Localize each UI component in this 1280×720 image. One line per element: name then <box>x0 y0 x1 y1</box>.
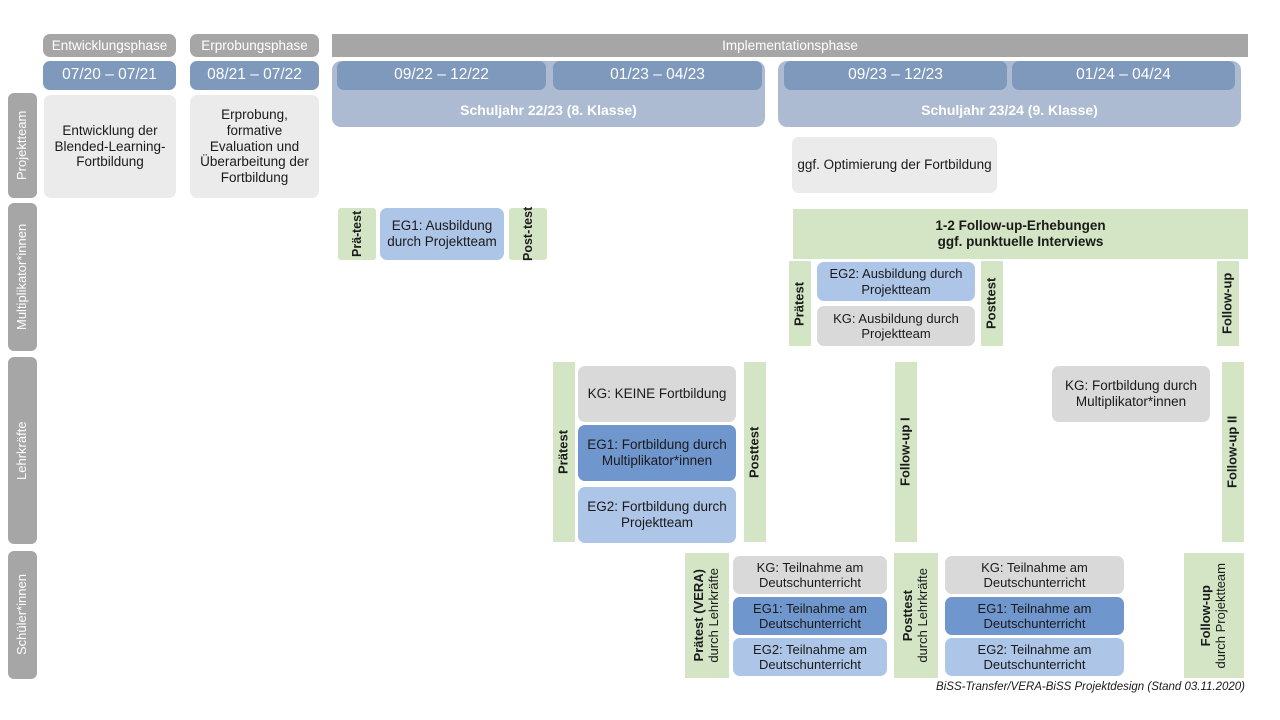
praetest-bold-label: Prätest (VERA) <box>691 569 707 662</box>
box-label: EG2: Teilnahme am Deutschunterricht <box>753 641 867 672</box>
lehrkraefte-kg-fortbildung-box: KG: Fortbildung durch Multiplikator*inne… <box>1052 366 1210 422</box>
box-label: EG1: Ausbildung durch Projektteam <box>387 218 497 249</box>
sidebar-item-multiplikatorinnen[interactable]: Multiplikator*innen <box>8 203 37 351</box>
sidebar-item-label: Lehrkräfte <box>14 421 30 480</box>
followup-label: Follow-up I <box>897 417 913 487</box>
schueler-kg-teilnahme-box-1: KG: Teilnahme am Deutschunterricht <box>733 556 887 594</box>
box-label: EG1: Fortbildung durch Multiplikator*inn… <box>587 437 727 468</box>
schueler-eg1-teilnahme-box-2: EG1: Teilnahme am Deutschunterricht <box>945 597 1124 635</box>
period-label: 07/20 – 07/21 <box>62 66 157 84</box>
phase-header-label: Implementationsphase <box>722 37 858 53</box>
praetest-sub-label: durch Lehrkräfte <box>706 568 721 663</box>
lehrkraefte-kg-keine-box: KG: KEINE Fortbildung <box>578 366 736 422</box>
praetest-line1: Prä- <box>350 232 364 258</box>
box-label: EG2: Fortbildung durch Projektteam <box>587 499 727 530</box>
projektteam-erprobung-box: Erprobung, formative Evaluation und Über… <box>190 95 319 198</box>
period-label: 09/23 – 12/23 <box>848 66 943 84</box>
schueler-praetest-vera-strip: Prätest (VERA) durch Lehrkräfte <box>685 553 729 678</box>
followup-label: Follow-up <box>1219 272 1235 335</box>
projektteam-optimierung-box: ggf. Optimierung der Fortbildung <box>792 137 997 193</box>
box-label: ggf. Optimierung der Fortbildung <box>797 157 992 173</box>
schueler-eg1-teilnahme-box-1: EG1: Teilnahme am Deutschunterricht <box>733 597 887 635</box>
phase-header-label: Entwicklungsphase <box>51 37 168 53</box>
period-bar-entwicklung: 07/20 – 07/21 <box>43 61 176 90</box>
period-bar-0123-0423: 01/23 – 04/23 <box>553 61 762 90</box>
period-bar-0922-1222: 09/22 – 12/22 <box>337 61 546 90</box>
posttest-line2: test <box>521 207 535 230</box>
box-label: Erprobung, formative Evaluation und Über… <box>200 106 309 186</box>
multiplikatoren-kg-ausbildung-box: KG: Ausbildung durch Projektteam <box>817 306 975 346</box>
multiplikatoren-followup-strip: Follow-up <box>1217 261 1239 346</box>
box-label: KG: Ausbildung durch Projektteam <box>833 310 959 341</box>
period-label: 01/24 – 04/24 <box>1076 66 1171 84</box>
sidebar-item-lehrkraefte[interactable]: Lehrkräfte <box>8 357 37 544</box>
phase-header-implementationsphase: Implementationsphase <box>332 34 1248 57</box>
school-year-label: Schuljahr 23/24 (9. Klasse) <box>921 102 1098 119</box>
band-line2: ggf. punktuelle Interviews <box>937 234 1104 249</box>
praetest-line2: test <box>350 210 364 233</box>
box-label: KG: Fortbildung durch Multiplikator*inne… <box>1064 378 1198 409</box>
lehrkraefte-followup-1-strip: Follow-up I <box>895 362 917 542</box>
band-line1: 1-2 Follow-up-Erhebungen <box>935 218 1106 234</box>
posttest-sub-label: durch Lehrkräfte <box>915 568 930 663</box>
multiplikatoren-eg1-ausbildung-box: EG1: Ausbildung durch Projektteam <box>380 208 504 260</box>
praetest-label: Prätest <box>791 281 807 326</box>
period-bar-erprobung: 08/21 – 07/22 <box>190 61 319 90</box>
multiplikatoren-posttest-early-strip: Post- test <box>509 207 547 261</box>
posttest-line1: Post- <box>521 229 535 261</box>
multiplikatoren-praetest-early-strip: Prä- test <box>338 208 376 260</box>
multiplikatoren-followup-erhebungen-band: 1-2 Follow-up-Erhebungen ggf. punktuelle… <box>793 209 1248 259</box>
box-label: KG: Teilnahme am Deutschunterricht <box>981 559 1088 590</box>
praetest-label: Prätest <box>555 429 571 475</box>
period-bar-0124-0424: 01/24 – 04/24 <box>1012 61 1235 90</box>
posttest-label: Posttest <box>983 277 999 330</box>
box-label: KG: Teilnahme am Deutschunterricht <box>756 559 864 590</box>
period-label: 01/23 – 04/23 <box>610 66 705 84</box>
phase-header-label: Erprobungsphase <box>201 37 308 53</box>
period-label: 08/21 – 07/22 <box>207 66 302 84</box>
lehrkraefte-followup-2-strip: Follow-up II <box>1222 362 1244 542</box>
period-label: 09/22 – 12/22 <box>394 66 489 84</box>
sidebar-item-label: Multiplikator*innen <box>14 223 30 331</box>
school-year-label: Schuljahr 22/23 (8. Klasse) <box>460 102 637 119</box>
phase-header-erprobungsphase: Erprobungsphase <box>190 34 319 57</box>
lehrkraefte-posttest-strip: Posttest <box>744 362 766 542</box>
followup-label: Follow-up II <box>1224 415 1240 489</box>
projektteam-entwicklung-box: Entwicklung der Blended-Learning-Fortbil… <box>44 95 176 198</box>
multiplikatoren-posttest-strip: Posttest <box>981 261 1003 346</box>
posttest-label: Posttest <box>746 426 762 478</box>
box-label: KG: KEINE Fortbildung <box>587 386 727 402</box>
sidebar-item-label: Projektteam <box>14 110 30 181</box>
multiplikatoren-praetest-strip: Prätest <box>789 261 811 346</box>
box-label: EG1: Teilnahme am Deutschunterricht <box>753 600 867 631</box>
sidebar-item-label: Schüler*innen <box>14 574 30 656</box>
followup-sub-label: durch Projektteam <box>1213 562 1228 669</box>
lehrkraefte-praetest-strip: Prätest <box>553 362 575 542</box>
followup-bold-label: Follow-up <box>1198 584 1214 647</box>
period-bar-0923-1223: 09/23 – 12/23 <box>784 61 1007 90</box>
box-label: EG2: Teilnahme am Deutschunterricht <box>977 641 1092 672</box>
footer-caption: BiSS-Transfer/VERA-BiSS Projektdesign (S… <box>700 681 1245 693</box>
phase-header-entwicklungsphase: Entwicklungsphase <box>43 34 176 57</box>
schueler-kg-teilnahme-box-2: KG: Teilnahme am Deutschunterricht <box>945 556 1124 594</box>
schueler-eg2-teilnahme-box-1: EG2: Teilnahme am Deutschunterricht <box>733 638 887 676</box>
lehrkraefte-eg2-fortbildung-box: EG2: Fortbildung durch Projektteam <box>578 487 736 543</box>
posttest-bold-label: Posttest <box>900 589 916 642</box>
sidebar-item-schuelerinnen[interactable]: Schüler*innen <box>8 551 37 679</box>
box-label: EG1: Teilnahme am Deutschunterricht <box>977 600 1092 631</box>
schueler-eg2-teilnahme-box-2: EG2: Teilnahme am Deutschunterricht <box>945 638 1124 676</box>
footer-text: BiSS-Transfer/VERA-BiSS Projektdesign (S… <box>936 681 1245 693</box>
lehrkraefte-eg1-fortbildung-box: EG1: Fortbildung durch Multiplikator*inn… <box>578 425 736 481</box>
schueler-posttest-strip: Posttest durch Lehrkräfte <box>894 553 938 678</box>
sidebar-item-projektteam[interactable]: Projektteam <box>8 93 37 198</box>
box-label: Entwicklung der Blended-Learning-Fortbil… <box>54 122 166 170</box>
schueler-followup-strip: Follow-up durch Projektteam <box>1184 553 1244 678</box>
box-label: EG2: Ausbildung durch Projektteam <box>829 266 963 297</box>
multiplikatoren-eg2-ausbildung-box: EG2: Ausbildung durch Projektteam <box>817 262 975 301</box>
